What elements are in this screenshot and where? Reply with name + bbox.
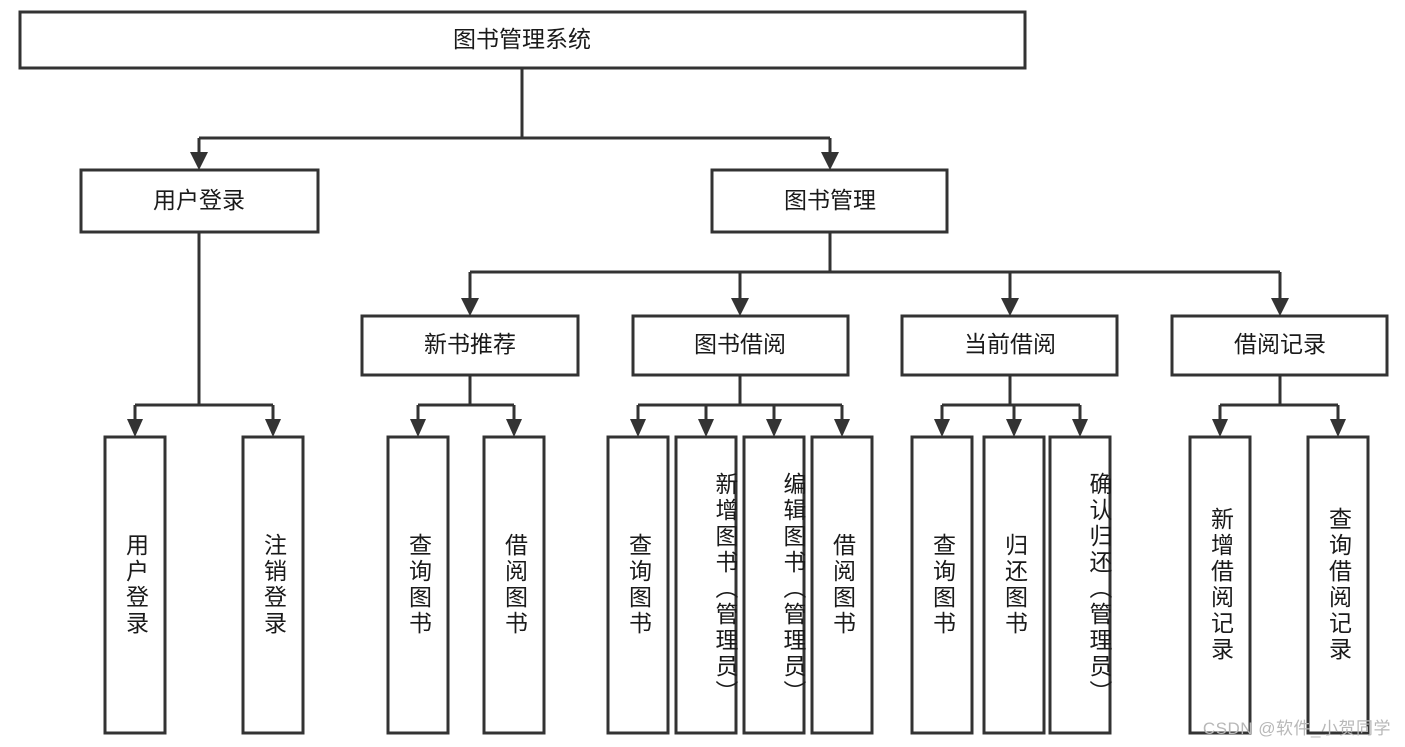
node-leaf-borrow-book-2[interactable]: [810, 435, 874, 735]
node-leaf-logout[interactable]: [241, 435, 305, 735]
arrow-head-leaf-user-login: [127, 419, 143, 437]
node-new-book-recommend[interactable]: [360, 314, 580, 377]
arrow-head-leaf-borrow-book-1: [506, 419, 522, 437]
arrow-head-leaf-logout: [265, 419, 281, 437]
horizontal-label-layer: 图书管理系统 用户登录 图书管理 新书推荐 图书借阅 当前借阅 借阅记录: [153, 26, 1326, 357]
node-leaf-borrow-book-1[interactable]: [482, 435, 546, 735]
label-borrow-record: 借阅记录: [1234, 331, 1326, 357]
arrow-head-leaf-borrow-book-2: [834, 419, 850, 437]
node-leaf-return-book[interactable]: [982, 435, 1046, 735]
arrow-head-leaf-return-book: [1006, 419, 1022, 437]
arrow-head-leaf-confirm-return: [1072, 419, 1088, 437]
label-root: 图书管理系统: [453, 26, 591, 52]
arrow-head-leaf-edit-book: [766, 419, 782, 437]
arrow-head-book-manage: [821, 152, 839, 170]
label-book-borrow: 图书借阅: [694, 331, 786, 357]
csdn-watermark: CSDN @软件_小贺同学: [1202, 719, 1391, 738]
arrow-head-leaf-add-record: [1212, 419, 1228, 437]
connector-layer: [127, 68, 1346, 437]
node-leaf-confirm-return[interactable]: [1048, 435, 1112, 735]
label-user-login: 用户登录: [153, 187, 245, 213]
arrow-head-new-book-recommend: [461, 298, 479, 316]
node-leaf-query-book-1[interactable]: [386, 435, 450, 735]
node-leaf-query-book-3[interactable]: [910, 435, 974, 735]
node-leaf-add-book[interactable]: [674, 435, 738, 735]
arrow-head-leaf-query-book-2: [630, 419, 646, 437]
arrow-head-user-login: [190, 152, 208, 170]
node-book-manage[interactable]: [710, 168, 949, 234]
arrow-head-leaf-query-book-1: [410, 419, 426, 437]
arrow-head-leaf-query-book-3: [934, 419, 950, 437]
node-leaf-add-record[interactable]: [1188, 435, 1252, 735]
node-borrow-record[interactable]: [1170, 314, 1389, 377]
node-root-book-management-system[interactable]: [18, 10, 1027, 70]
arrow-head-borrow-record: [1271, 298, 1289, 316]
node-leaf-edit-book[interactable]: [742, 435, 806, 735]
label-new-book-recommend: 新书推荐: [424, 331, 516, 357]
node-book-borrow[interactable]: [631, 314, 850, 377]
node-leaf-user-login[interactable]: [103, 435, 167, 735]
label-current-borrow: 当前借阅: [964, 331, 1056, 357]
label-book-manage: 图书管理: [784, 187, 876, 213]
arrow-head-current-borrow: [1001, 298, 1019, 316]
node-leaf-query-book-2[interactable]: [606, 435, 670, 735]
node-box-layer: [18, 10, 1389, 735]
arrow-head-leaf-add-book: [698, 419, 714, 437]
arrow-head-leaf-query-record: [1330, 419, 1346, 437]
node-current-borrow[interactable]: [900, 314, 1119, 377]
arrow-head-book-borrow: [731, 298, 749, 316]
node-leaf-query-record[interactable]: [1306, 435, 1370, 735]
node-user-login[interactable]: [79, 168, 320, 234]
